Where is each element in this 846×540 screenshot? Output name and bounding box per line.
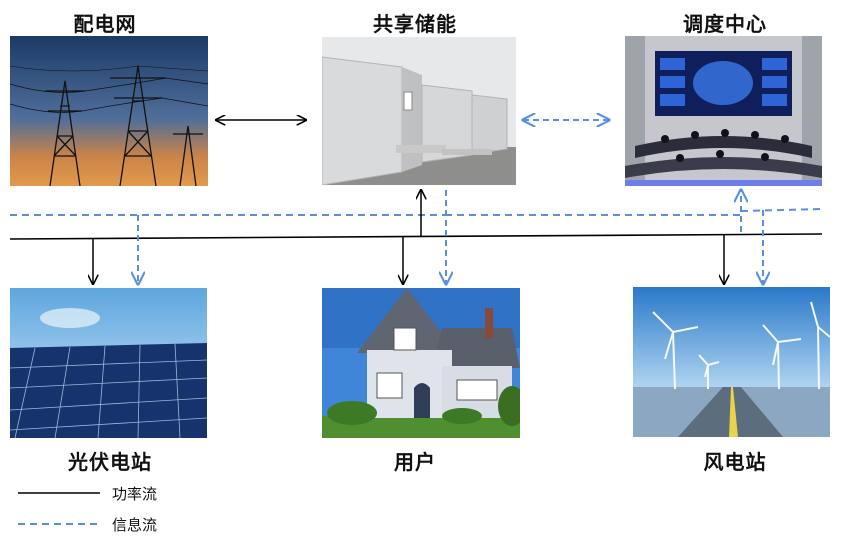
storage-title: 共享储能 (373, 12, 457, 36)
pv-title: 光伏电站 (68, 450, 152, 474)
transmission-tower-photo (10, 36, 208, 186)
dispatch-title: 调度中心 (683, 12, 767, 36)
legend-info-label: 信息流 (112, 516, 158, 534)
control-room-photo (625, 36, 822, 186)
solar-panel-photo (10, 288, 207, 438)
power-bus (9, 233, 823, 240)
wind-title: 风电站 (703, 450, 767, 474)
user-title: 用户 (394, 450, 436, 474)
house-photo (322, 288, 520, 438)
wind-turbine-photo (633, 287, 830, 437)
battery-container-photo (322, 37, 516, 185)
info-bus-right (445, 208, 823, 216)
legend-power-label: 功率流 (112, 485, 158, 503)
grid-title: 配电网 (73, 12, 137, 36)
